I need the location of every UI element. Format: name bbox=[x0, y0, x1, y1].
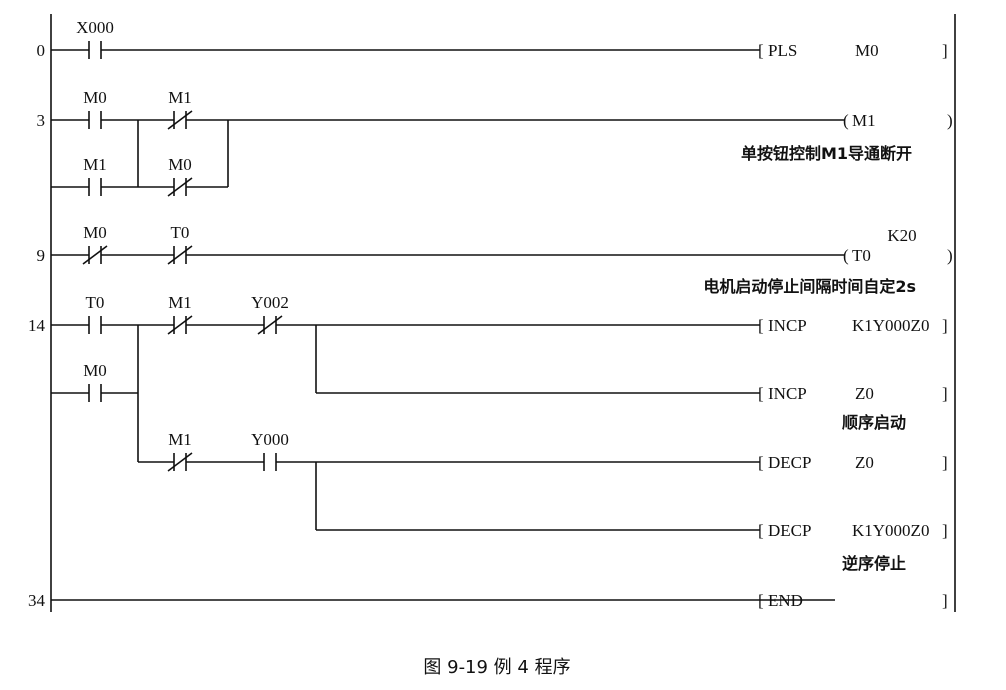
nc-contact-label: M0 bbox=[83, 223, 107, 242]
instruction-open-bracket: [ bbox=[758, 453, 764, 472]
rung-comment: 单按钮控制M1导通断开 bbox=[741, 144, 912, 163]
instruction-operand: Z0 bbox=[855, 453, 874, 472]
nc-contact-slash bbox=[167, 245, 193, 265]
instruction-op: END bbox=[768, 591, 803, 610]
timer-setpoint: K20 bbox=[887, 226, 916, 245]
step-number: 14 bbox=[28, 316, 46, 335]
coil-open: ( bbox=[843, 111, 849, 130]
no-contact-label: Y000 bbox=[251, 430, 289, 449]
contact-gap bbox=[89, 390, 101, 396]
nc-contact-slash bbox=[167, 452, 193, 472]
nc-contact-slash bbox=[82, 245, 108, 265]
instruction-close-bracket: ] bbox=[942, 316, 948, 335]
contact-gap bbox=[264, 459, 276, 465]
step-number: 0 bbox=[37, 41, 46, 60]
nc-contact-label: M1 bbox=[168, 88, 192, 107]
instruction-operand: Z0 bbox=[855, 384, 874, 403]
coil-close: ) bbox=[947, 111, 953, 130]
coil-name: M1 bbox=[852, 111, 876, 130]
no-contact-label: M0 bbox=[83, 88, 107, 107]
nc-contact-label: Y002 bbox=[251, 293, 289, 312]
instruction-close-bracket: ] bbox=[942, 453, 948, 472]
no-contact-label: M0 bbox=[83, 361, 107, 380]
instruction-op: INCP bbox=[768, 316, 807, 335]
instruction-op: DECP bbox=[768, 453, 811, 472]
instruction-operand: M0 bbox=[855, 41, 879, 60]
instruction-close-bracket: ] bbox=[942, 384, 948, 403]
step-number: 3 bbox=[37, 111, 46, 130]
no-contact-label: X000 bbox=[76, 18, 114, 37]
nc-contact-label: M0 bbox=[168, 155, 192, 174]
nc-contact-slash bbox=[167, 177, 193, 197]
coil-close: ) bbox=[947, 246, 953, 265]
rung-comment: 逆序停止 bbox=[842, 554, 906, 573]
nc-contact-slash bbox=[167, 315, 193, 335]
instruction-op: INCP bbox=[768, 384, 807, 403]
instruction-operand: K1Y000Z0 bbox=[852, 521, 929, 540]
instruction-open-bracket: [ bbox=[758, 316, 764, 335]
instruction-open-bracket: [ bbox=[758, 591, 764, 610]
nc-contact-label: M1 bbox=[168, 430, 192, 449]
instruction-open-bracket: [ bbox=[758, 41, 764, 60]
instruction-operand: K1Y000Z0 bbox=[852, 316, 929, 335]
nc-contact-slash bbox=[257, 315, 283, 335]
instruction-open-bracket: [ bbox=[758, 384, 764, 403]
instruction-close-bracket: ] bbox=[942, 521, 948, 540]
nc-contact-slash bbox=[167, 110, 193, 130]
instruction-close-bracket: ] bbox=[942, 591, 948, 610]
no-contact-label: M1 bbox=[83, 155, 107, 174]
step-number: 9 bbox=[37, 246, 46, 265]
step-number: 34 bbox=[28, 591, 46, 610]
rung-comment: 电机启动停止间隔时间自定2s bbox=[703, 277, 916, 296]
contact-gap bbox=[89, 47, 101, 53]
instruction-close-bracket: ] bbox=[942, 41, 948, 60]
contact-gap bbox=[89, 117, 101, 123]
no-contact-label: T0 bbox=[86, 293, 105, 312]
rung-comment: 顺序启动 bbox=[842, 413, 906, 432]
nc-contact-label: M1 bbox=[168, 293, 192, 312]
instruction-op: PLS bbox=[768, 41, 797, 60]
nc-contact-label: T0 bbox=[171, 223, 190, 242]
coil-name: T0 bbox=[852, 246, 871, 265]
figure-caption: 图 9-19 例 4 程序 bbox=[423, 657, 570, 678]
contact-gap bbox=[89, 184, 101, 190]
coil-open: ( bbox=[843, 246, 849, 265]
instruction-open-bracket: [ bbox=[758, 521, 764, 540]
contact-gap bbox=[89, 322, 101, 328]
instruction-op: DECP bbox=[768, 521, 811, 540]
